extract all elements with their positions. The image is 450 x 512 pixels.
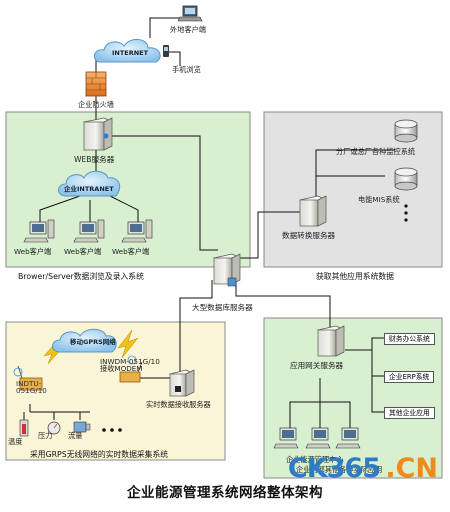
- internet-label: INTERNET: [112, 49, 149, 57]
- enterprise-caption: 企业内部其他各种实际应用: [296, 465, 383, 474]
- data-convert-server-icon: [298, 195, 328, 227]
- web-client-3-label: Web客户端: [112, 247, 150, 256]
- monitor-system-database-icon: [394, 119, 418, 143]
- factory-monitor-label: 分厂或总厂各种监控系统: [336, 147, 416, 156]
- realtime-receiver-label: 实时数据接收服务器: [146, 400, 211, 409]
- receiver-modem-label: INWDM-051G/10 接收MODEM: [100, 357, 160, 374]
- bs-panel: [5, 111, 251, 268]
- database-server-label: 大型数据库服务器: [192, 303, 253, 312]
- gprs-network-label: 移动GPRS网络: [70, 338, 116, 346]
- web-client-computer-2: [73, 219, 105, 243]
- watermark-left: CK365: [287, 453, 381, 484]
- temperature-sensor-icon: [19, 419, 29, 437]
- app-gateway-server-icon: [316, 325, 346, 357]
- data-convert-server-label: 数据转换服务器: [282, 231, 336, 240]
- temperature-label: 温度: [8, 437, 23, 446]
- firewall-icon: [85, 71, 107, 97]
- enterprise-client-computer-1: [273, 427, 299, 449]
- web-client-computer-1: [23, 219, 55, 243]
- phone-icon: [163, 45, 169, 57]
- diagram-title: 企业能源管理系统网络整体架构: [127, 485, 323, 501]
- finance-system-box: 财务办公系统: [384, 333, 435, 346]
- app-gateway-server-label: 应用网关服务器: [290, 361, 344, 370]
- enterprise-client-computer-3: [335, 427, 361, 449]
- gprs-antenna-icon: [127, 355, 137, 365]
- firewall-label: 企业防火墙: [78, 100, 114, 109]
- mis-system-database-icon: [394, 167, 418, 191]
- indtu-label: INDTU-051G/10: [16, 379, 47, 396]
- gprs-panel-caption: 采用GRPS无线网络的实时数据采集系统: [30, 450, 169, 459]
- laptop-icon: [177, 5, 203, 22]
- watermark-right: .CN: [385, 453, 438, 484]
- enterprise-caption-2: 企业能源管理中心: [286, 455, 344, 464]
- database-server-icon: [212, 253, 242, 287]
- web-server-icon: [82, 117, 114, 151]
- web-client-2-label: Web客户端: [64, 247, 102, 256]
- other-systems-caption: 获取其他应用系统数据: [316, 272, 394, 281]
- intranet-cloud: [58, 170, 121, 197]
- intranet-label: 企业INTRANET: [64, 185, 114, 193]
- flow-label: 流量: [68, 431, 83, 440]
- mobile-browse-label: 手机浏览: [172, 65, 201, 74]
- flow-sensor-icon: [73, 421, 91, 433]
- web-server-label: WEB服务器: [74, 155, 115, 164]
- more-sensors-dots: [102, 428, 122, 432]
- enterprise-client-computer-2: [305, 427, 331, 449]
- remote-client-label: 外地客户端: [170, 25, 206, 34]
- power-mis-label: 电能MIS系统: [358, 195, 400, 204]
- connection-lines: [23, 17, 395, 428]
- indtu-device-icon: [13, 365, 43, 391]
- realtime-receiver-server-icon: [168, 369, 196, 397]
- bs-panel-caption: Brower/Server数据浏览及录入系统: [18, 272, 144, 281]
- internet-cloud: [94, 39, 161, 63]
- web-client-1-label: Web客户端: [14, 247, 52, 256]
- pressure-label: 压力: [38, 431, 53, 440]
- pressure-sensor-icon: [47, 421, 61, 435]
- gprs-cloud: [52, 328, 117, 353]
- other-apps-box: 其他企业应用: [384, 407, 435, 420]
- receiver-modem-icon: [119, 361, 143, 383]
- web-client-computer-3: [121, 219, 153, 243]
- erp-system-box: 企业ERP系统: [384, 371, 435, 384]
- more-systems-dots: [404, 204, 408, 222]
